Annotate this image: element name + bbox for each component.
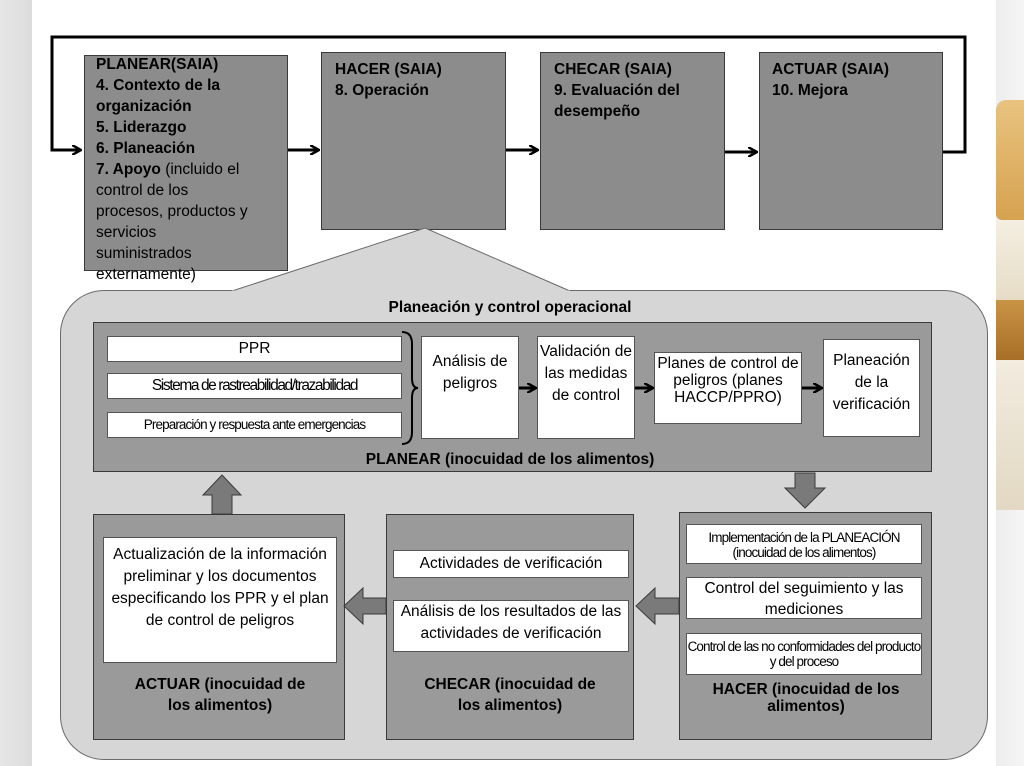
hacer-saia-box: HACER (SAIA) 8. Operación [321,52,506,230]
hacer-monitoring-control-text: Control del seguimiento y las mediciones [704,580,904,618]
checar-results-analysis-text: Análisis de los resultados de las activi… [400,603,622,642]
checar-saia-item: 9. Evaluación del desempeño [554,82,680,120]
arrow-hacer-to-checar [635,586,680,626]
actuar-saia-box: ACTUAR (SAIA) 10. Mejora [759,52,943,230]
hacer-food-safety-label: HACER (inocuidad de los alimentos) [712,681,900,715]
step-validation-text: Validación de las medidas de control [540,343,632,404]
traceability-label: Sistema de rastreabilidad/trazabilidad [107,373,402,399]
hacer-nonconformity-control-text: Control de las no conformidades del prod… [687,639,922,669]
checar-verification-activities: Actividades de verificación [393,550,629,578]
step-hazard-control-plans-text: Planes de control de peligros (planes HA… [657,355,799,406]
arrow-actuar-to-planear-up [201,474,243,515]
hacer-implementation: Implementación de la PLANEACIÓN (inocuid… [686,524,922,564]
hacer-nonconformity-control: Control de las no conformidades del prod… [686,633,922,675]
apoyo-line: control de los [96,182,189,199]
hacer-monitoring-control: Control del seguimiento y las mediciones [686,577,922,619]
feedback-loop-line [50,35,967,152]
hacer-saia-item: 8. Operación [335,82,429,99]
left-background-band [0,0,32,766]
cheese-photo-strip [996,100,1024,220]
step-verification-planning-text: Planeación de la verificación [832,352,911,413]
apoyo-line: servicios [96,224,157,241]
actuar-saia-title: ACTUAR (SAIA) [772,61,890,78]
emergency-label: Preparación y respuesta ante emergencias [107,412,402,438]
apoyo-line: externamente) [96,266,196,283]
step-validation: Validación de las medidas de control [537,336,635,439]
arrow-checar-to-actuar [343,586,387,626]
step-hazard-analysis-text: Análisis de peligros [432,353,508,392]
top-cycle-connectors [50,35,967,300]
step-verification-planning: Planeación de la verificación [823,339,920,437]
planear-item: 4. Contexto de la [96,77,221,94]
actuar-update-text: Actualización de la información prelimin… [111,546,329,629]
checar-food-safety-label: CHECAR (inocuidad de los alimentos) [424,676,596,714]
planear-item: 5. Liderazgo [96,119,187,136]
hacer-implementation-text: Implementación de la PLANEACIÓN (inocuid… [708,530,900,560]
actuar-update-item: Actualización de la información prelimin… [103,537,337,663]
prereq-brace [401,331,419,445]
checar-results-analysis: Análisis de los resultados de las activi… [393,600,629,652]
checar-saia-box: CHECAR (SAIA) 9. Evaluación del desempeñ… [540,52,725,230]
checar-saia-title: CHECAR (SAIA) [554,61,672,78]
planear-item: organización [96,98,192,115]
actuar-saia-item: 10. Mejora [772,82,848,99]
cheese-photo-strip [996,360,1024,510]
apoyo-line: procesos, productos y [96,203,248,220]
planear-saia-box: PLANEAR(SAIA) 4. Contexto de la organiza… [84,55,288,283]
planear-item: 6. Planeación [96,140,196,157]
step-hazard-analysis: Análisis de peligros [421,336,519,439]
apoyo-line: suministrados [96,245,192,262]
ppr-label: PPR [107,336,402,362]
planear-apoyo: 7. Apoyo (incluido el [96,159,287,180]
apoyo-rest: (incluido el [160,161,240,178]
planear-food-safety-label: PLANEAR (inocuidad de los alimentos) [365,451,655,468]
operational-title: Planeación y control operacional [388,299,632,316]
callout-wedge [231,227,571,294]
step-hazard-control-plans: Planes de control de peligros (planes HA… [654,352,802,424]
planear-saia-title: PLANEAR(SAIA) [96,56,219,73]
checar-verification-activities-text: Actividades de verificación [419,555,603,572]
apoyo-bold: 7. Apoyo [96,161,161,178]
planear-step-arrows [519,0,1024,500]
cheese-photo-strip [996,300,1024,360]
actuar-food-safety-label: ACTUAR (inocuidad de los alimentos) [134,676,306,714]
hacer-saia-title: HACER (SAIA) [335,61,442,78]
arrow-planear-to-hacer-down [783,472,827,509]
cheese-photo-strip [996,220,1024,300]
